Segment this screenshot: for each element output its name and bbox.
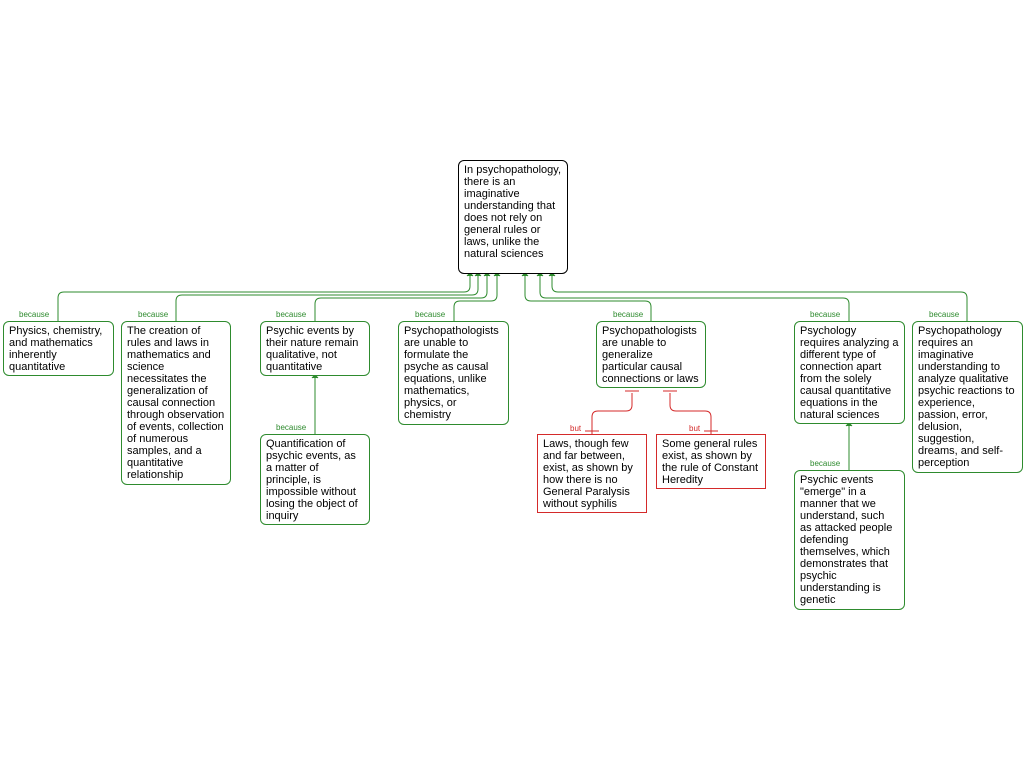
because-label: because — [19, 310, 50, 319]
because-label: because — [810, 310, 841, 319]
reason-node-psychic-events-qualitative[interactable]: Psychic events by their nature remain qu… — [260, 321, 370, 376]
objection-node-general-paralysis[interactable]: Laws, though few and far between, exist,… — [537, 434, 647, 513]
because-label: because — [810, 459, 841, 468]
support-connector — [524, 274, 652, 321]
because-label: because — [138, 310, 169, 319]
objection-connector — [669, 393, 712, 434]
support-connector — [314, 274, 488, 321]
support-connector — [539, 274, 850, 321]
reason-node-imaginative-understanding[interactable]: Psychopathology requires an imaginative … — [912, 321, 1023, 473]
reason-node-laws-require-generalization[interactable]: The creation of rules and laws in mathem… — [121, 321, 231, 485]
reason-node-different-connection[interactable]: Psychology requires analyzing a differen… — [794, 321, 905, 424]
support-connector — [57, 274, 471, 321]
because-label: because — [929, 310, 960, 319]
but-label: but — [570, 424, 582, 433]
support-connector — [175, 274, 479, 321]
because-label: because — [415, 310, 446, 319]
objection-node-constant-heredity[interactable]: Some general rules exist, as shown by th… — [656, 434, 766, 489]
because-label: because — [276, 423, 307, 432]
reason-node-no-causal-equations[interactable]: Psychopathologists are unable to formula… — [398, 321, 509, 425]
because-label: because — [276, 310, 307, 319]
reason-node-cannot-generalize-laws[interactable]: Psychopathologists are unable to general… — [596, 321, 706, 388]
support-connector — [453, 274, 498, 321]
objection-connector — [591, 393, 633, 434]
sub-reason-node-psychic-events-emerge[interactable]: Psychic events "emerge" in a manner that… — [794, 470, 905, 610]
support-connector — [551, 274, 968, 321]
sub-reason-node-quantification-impossible[interactable]: Quantification of psychic events, as a m… — [260, 434, 370, 525]
but-label: but — [689, 424, 701, 433]
main-claim-node[interactable]: In psychopathology, there is an imaginat… — [458, 160, 568, 274]
reason-node-quantitative-sciences[interactable]: Physics, chemistry, and mathematics inhe… — [3, 321, 114, 376]
because-label: because — [613, 310, 644, 319]
